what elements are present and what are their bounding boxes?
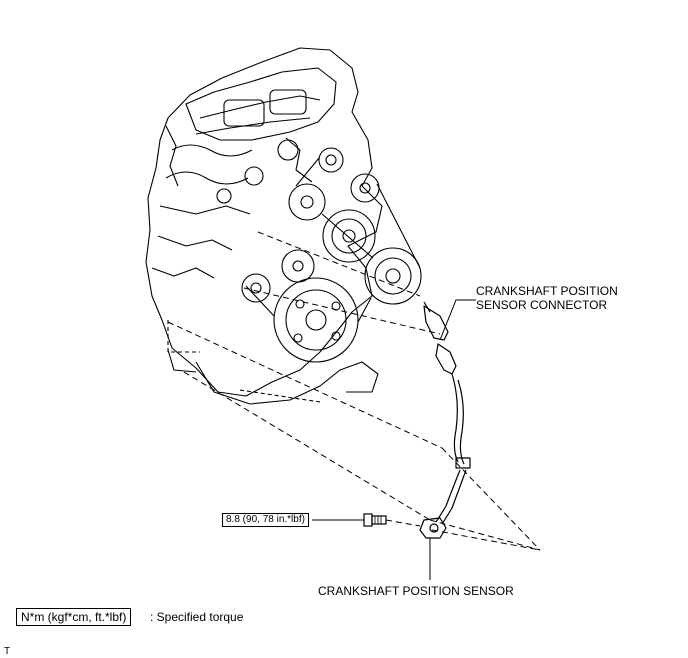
dashed-leader-lines xyxy=(167,231,541,551)
idler-pulley-right xyxy=(350,173,380,203)
tensioner-pulley xyxy=(288,183,326,221)
connector-leader xyxy=(439,299,476,341)
connector-label-line1: CRANKSHAFT POSITION xyxy=(476,284,618,298)
engine-assembly-illustration xyxy=(145,47,422,405)
small-pulley-left xyxy=(241,273,271,303)
water-pump-pulley xyxy=(322,209,376,263)
idler-pulley-middle xyxy=(281,249,315,283)
torque-value-box: 8.8 (90, 78 in.*lbf) xyxy=(222,513,309,527)
sensor-label: CRANKSHAFT POSITION SENSOR xyxy=(318,584,514,598)
crankshaft-position-sensor-illustration xyxy=(419,301,471,539)
legend-unit-box: N*m (kgf*cm, ft.*lbf) xyxy=(16,608,132,626)
connector-label-line2: SENSOR CONNECTOR xyxy=(476,298,608,312)
corner-code: T xyxy=(4,646,11,657)
idler-pulley-top xyxy=(318,147,344,173)
connector-label: CRANKSHAFT POSITION SENSOR CONNECTOR xyxy=(476,284,618,312)
bolt-icon xyxy=(363,513,387,527)
alternator-pulley xyxy=(364,247,422,305)
crankshaft-pulley xyxy=(273,277,359,363)
legend-description: : Specified torque xyxy=(150,610,244,624)
